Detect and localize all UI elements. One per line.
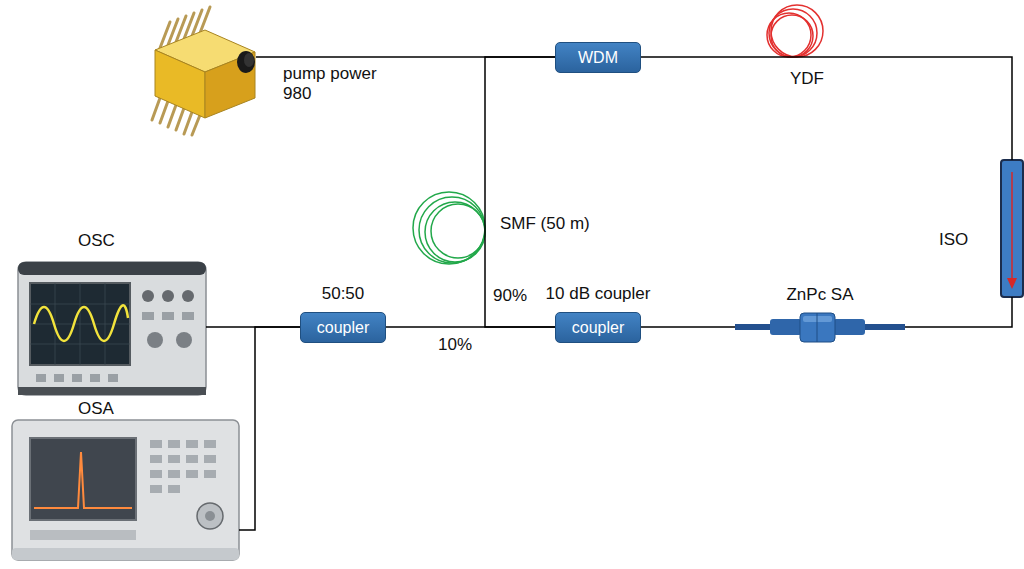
oscilloscope-icon (18, 262, 206, 395)
isolator: ISO (1001, 160, 1023, 297)
fiber-segment (484, 192, 486, 268)
component-label: YDF (790, 69, 824, 89)
spectrum-analyzer: OSA (12, 420, 239, 560)
port-ratio-label: 90% (491, 286, 529, 306)
saturable-absorber-connector (735, 313, 905, 342)
fiber-coil: SMF (50 m) (416, 192, 486, 268)
smf-coil (413, 192, 485, 264)
box-label: WDM (578, 48, 618, 68)
component-label: 10 dB coupler (546, 284, 651, 304)
component-label: ISO (939, 230, 968, 250)
fiber-connection (905, 297, 1012, 327)
fiber-connection (485, 268, 555, 327)
fiber-segment (765, 56, 823, 58)
coupler-box: 10 dB couplercoupler (555, 312, 641, 343)
fiber-connection (386, 326, 555, 328)
pump-laser-icon (152, 7, 255, 135)
component-label: OSC (78, 231, 115, 251)
wdm-box: WDM (555, 42, 641, 73)
oscilloscope: OSC (18, 262, 206, 395)
fiber-connection (485, 57, 555, 192)
saturable-absorber: ZnPc SA (735, 313, 905, 342)
coupler-box: 50:50coupler (300, 312, 386, 343)
port-ratio-label: 10% (436, 335, 474, 355)
fiber-connection (823, 57, 1012, 160)
fiber-connection (641, 326, 735, 328)
box-label: coupler (572, 318, 624, 338)
fiber-connection (641, 56, 765, 58)
component-label: ZnPc SA (786, 285, 853, 305)
component-label: OSA (78, 399, 114, 419)
component-label: pump power 980 (283, 64, 393, 104)
isolator-symbol (1001, 160, 1023, 297)
component-label: SMF (50 m) (500, 214, 590, 234)
spectrum-analyzer-icon (12, 420, 239, 560)
component-label: 50:50 (322, 284, 365, 304)
box-label: coupler (317, 318, 369, 338)
ydf-coil (767, 5, 823, 57)
fiber-connection (239, 327, 300, 530)
fiber-coil: YDF (765, 5, 823, 58)
pump-laser: pump power 980 (150, 5, 256, 135)
